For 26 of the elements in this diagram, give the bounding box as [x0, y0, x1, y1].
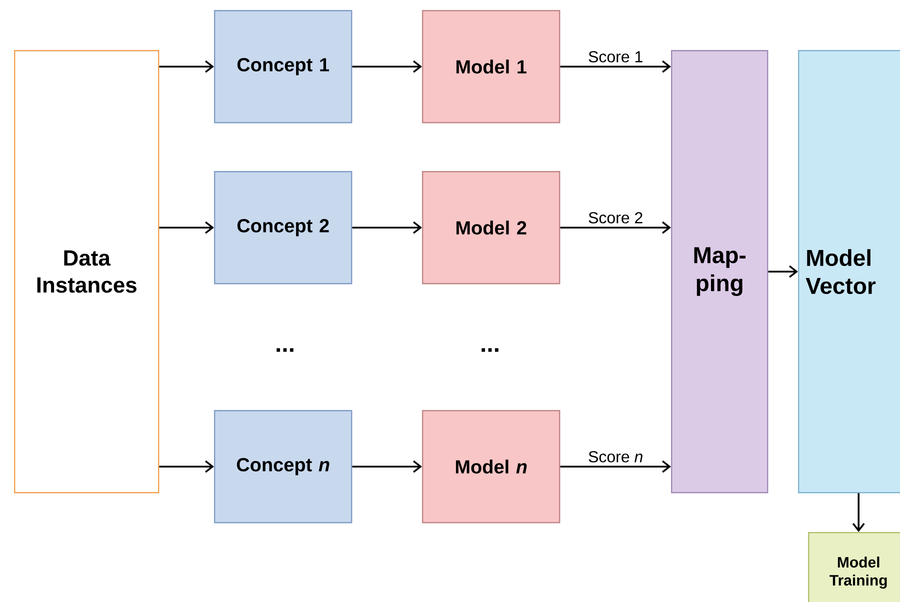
arrow — [352, 221, 422, 234]
arrow — [352, 460, 422, 473]
edge-label: Score n — [587, 450, 644, 464]
ellipsis-label: ... — [482, 348, 498, 352]
arrow — [352, 60, 422, 73]
arrow — [560, 221, 671, 234]
model-box: Model 2 — [422, 171, 560, 284]
arrow — [768, 265, 798, 278]
training-box: Model Training — [808, 532, 900, 602]
arrow — [159, 60, 214, 73]
model-box: Model 1 — [422, 10, 560, 124]
vector-box: Model Vector — [798, 50, 900, 494]
concept-box: Concept n — [214, 410, 352, 524]
edge-label: Score 2 — [587, 211, 644, 224]
model-box: Model n — [422, 410, 560, 524]
arrow — [159, 460, 214, 473]
arrow — [852, 493, 865, 532]
arrow — [560, 460, 671, 473]
concept-box: Concept 2 — [214, 171, 352, 284]
concept-box: Concept 1 — [214, 10, 352, 124]
arrow — [159, 221, 214, 234]
arrow — [560, 60, 671, 73]
edge-label: Score 1 — [587, 50, 644, 64]
ellipsis-label: ... — [276, 348, 294, 352]
mapping-box: Map- ping — [671, 50, 768, 494]
data-box: Data Instances — [14, 50, 160, 494]
